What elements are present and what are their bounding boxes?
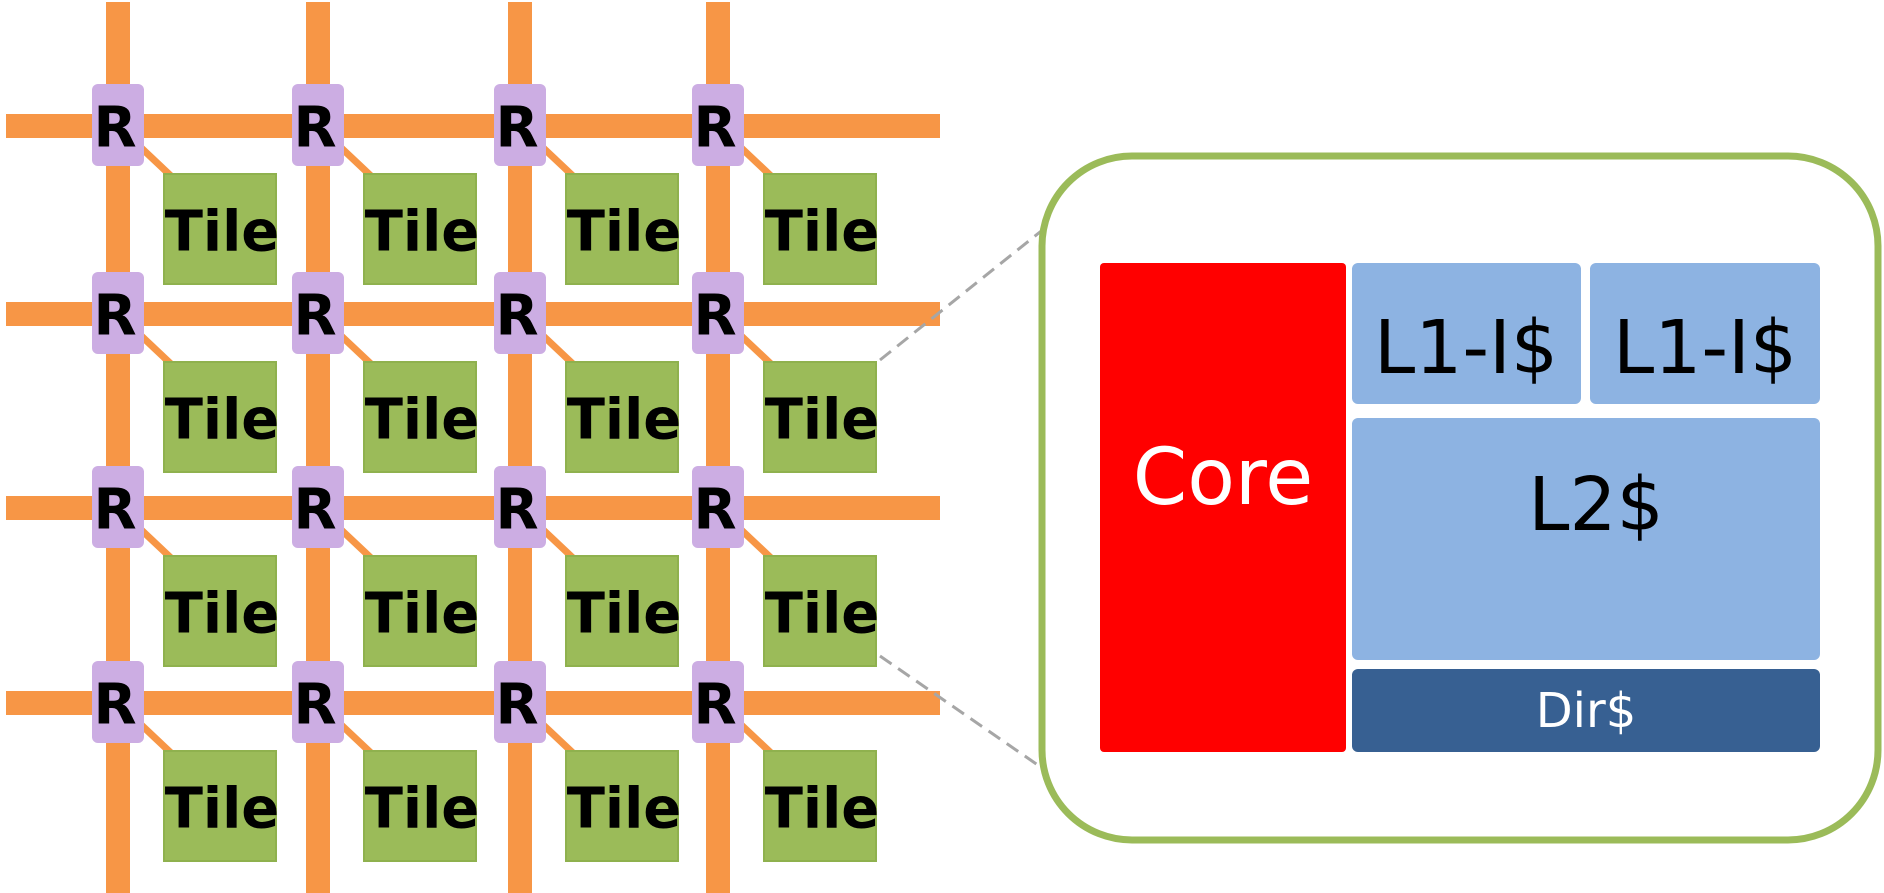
l2-cache-block <box>1352 418 1820 660</box>
router-label: R <box>93 96 136 161</box>
core-block <box>1100 263 1346 752</box>
tile-box <box>565 750 679 862</box>
tile-box <box>363 555 477 667</box>
tile-label: Tile <box>165 388 280 453</box>
tile-label: Tile <box>765 388 880 453</box>
zoom-connector-bottom <box>879 654 1046 772</box>
router-label: R <box>93 673 136 738</box>
router-label: R <box>293 96 336 161</box>
tile-box <box>565 173 679 285</box>
router-box <box>494 272 546 354</box>
tile-label: Tile <box>567 200 682 265</box>
router-label: R <box>293 673 336 738</box>
router-label: R <box>693 478 736 543</box>
tile-box <box>763 555 877 667</box>
l1-icache-right-label: L1-I$ <box>1613 305 1797 391</box>
router-box <box>292 272 344 354</box>
tile-box <box>363 750 477 862</box>
tile-box <box>763 750 877 862</box>
router-box <box>692 466 744 548</box>
router-box <box>292 466 344 548</box>
router-label: R <box>293 284 336 349</box>
zoom-connector-top <box>879 226 1046 362</box>
l1-icache-left-label: L1-I$ <box>1374 305 1558 391</box>
router-box <box>92 272 144 354</box>
tile-box <box>163 555 277 667</box>
tile-box <box>163 173 277 285</box>
l1-icache-left-block <box>1352 263 1581 404</box>
router-label: R <box>93 478 136 543</box>
tile-box <box>565 361 679 473</box>
l1-icache-right-block <box>1590 263 1820 404</box>
tile-label: Tile <box>165 582 280 647</box>
tile-label: Tile <box>365 777 480 842</box>
tile-label: Tile <box>567 388 682 453</box>
router-box <box>92 84 144 166</box>
router-box <box>494 661 546 743</box>
tile-label: Tile <box>765 582 880 647</box>
router-box <box>692 84 744 166</box>
tile-label: Tile <box>765 777 880 842</box>
router-box <box>692 272 744 354</box>
router-box <box>92 466 144 548</box>
directory-cache-label: Dir$ <box>1536 683 1637 739</box>
router-box <box>692 661 744 743</box>
tile-label: Tile <box>165 200 280 265</box>
tile-box <box>363 361 477 473</box>
tile-box <box>363 173 477 285</box>
router-grid: R R R R R R R R R R R R R R R R <box>92 84 744 743</box>
tile-detail-callout: Core L1-I$ L1-I$ L2$ Dir$ <box>1038 152 1882 844</box>
router-label: R <box>693 96 736 161</box>
core-label: Core <box>1133 433 1314 523</box>
tile-label: Tile <box>165 777 280 842</box>
tile-label: Tile <box>365 582 480 647</box>
tile-box <box>763 173 877 285</box>
router-label: R <box>293 478 336 543</box>
router-box <box>494 466 546 548</box>
tile-box <box>163 750 277 862</box>
router-label: R <box>693 284 736 349</box>
router-label: R <box>495 673 538 738</box>
tile-label: Tile <box>567 777 682 842</box>
router-box <box>92 661 144 743</box>
horizontal-links <box>6 114 940 715</box>
router-label: R <box>693 673 736 738</box>
router-label: R <box>93 284 136 349</box>
tile-label: Tile <box>765 200 880 265</box>
router-box <box>292 84 344 166</box>
tile-box <box>565 555 679 667</box>
router-box <box>292 661 344 743</box>
router-box <box>494 84 546 166</box>
tile-label: Tile <box>567 582 682 647</box>
router-label: R <box>495 284 538 349</box>
tile-box <box>763 361 877 473</box>
l2-cache-label: L2$ <box>1528 462 1663 548</box>
directory-cache-block <box>1352 669 1820 752</box>
tile-label: Tile <box>365 200 480 265</box>
tile-label: Tile <box>365 388 480 453</box>
router-label: R <box>495 478 538 543</box>
tile-box <box>163 361 277 473</box>
router-label: R <box>495 96 538 161</box>
